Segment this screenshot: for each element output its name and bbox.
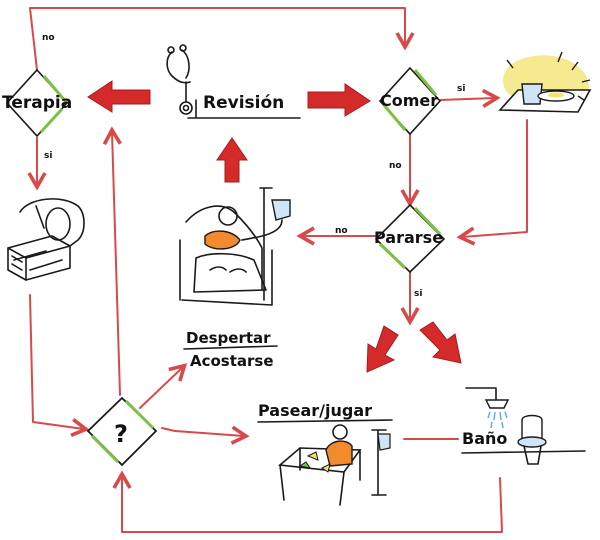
diamond-pararse	[374, 203, 446, 274]
edge-label-terapia-no: no	[42, 33, 55, 43]
stethoscope-icon	[166, 44, 193, 115]
edge-label-pararse-si: si	[414, 289, 422, 299]
arrow-revision-to-comer	[307, 83, 371, 117]
edge-comer-to-tray	[439, 88, 501, 108]
food-tray-icon	[498, 51, 592, 113]
play-table-icon	[278, 424, 391, 506]
edge-tray-to-pararse	[456, 119, 528, 246]
arrow-pararse-to-despertar	[366, 325, 399, 373]
edge-decision-to-terapia	[102, 126, 122, 396]
arrow-pararse-to-bano	[419, 321, 462, 364]
edge-label-comer-no: no	[389, 161, 402, 171]
node-pasear: Pasear/jugar	[258, 401, 372, 420]
node-bano: Baño	[462, 429, 507, 448]
diamond-comer	[378, 66, 442, 136]
connectors	[27, 7, 528, 533]
node-revision: Revisión	[203, 93, 284, 113]
diamond-terapia	[5, 68, 69, 138]
node-decision: ?	[114, 420, 128, 448]
edge-label-comer-si: si	[457, 84, 465, 94]
mri-scanner-icon	[7, 198, 85, 281]
hospital-bed-icon	[179, 187, 291, 306]
edge-decision-pasear-back	[161, 427, 176, 432]
edge-label-terapia-si: si	[44, 151, 52, 161]
arrow-bed-to-revision	[216, 137, 248, 183]
edge-decision-pasear	[174, 425, 250, 445]
pasear-underline	[257, 419, 393, 423]
despertar-divider	[183, 345, 278, 350]
edge-label-pararse-no: no	[335, 226, 348, 236]
edge-decision-to-despertar	[139, 363, 188, 409]
block-arrows	[87, 80, 462, 373]
shower-toilet-icon	[465, 387, 547, 465]
arrow-revision-to-terapia	[87, 80, 151, 113]
node-comer: Comer	[380, 91, 438, 110]
node-terapia: Terapia	[2, 93, 72, 113]
bano-underline	[461, 450, 586, 454]
edge-bano-to-decision	[112, 470, 503, 533]
node-despertar: Despertar	[186, 329, 271, 347]
edge-terapia-to-comer	[29, 7, 415, 71]
diamond-decision	[86, 396, 158, 467]
revision-underline	[187, 99, 301, 119]
node-pararse: Pararse	[374, 228, 443, 247]
edge-mri-to-decision	[29, 294, 90, 437]
node-acostarse: Acostarse	[190, 352, 274, 370]
